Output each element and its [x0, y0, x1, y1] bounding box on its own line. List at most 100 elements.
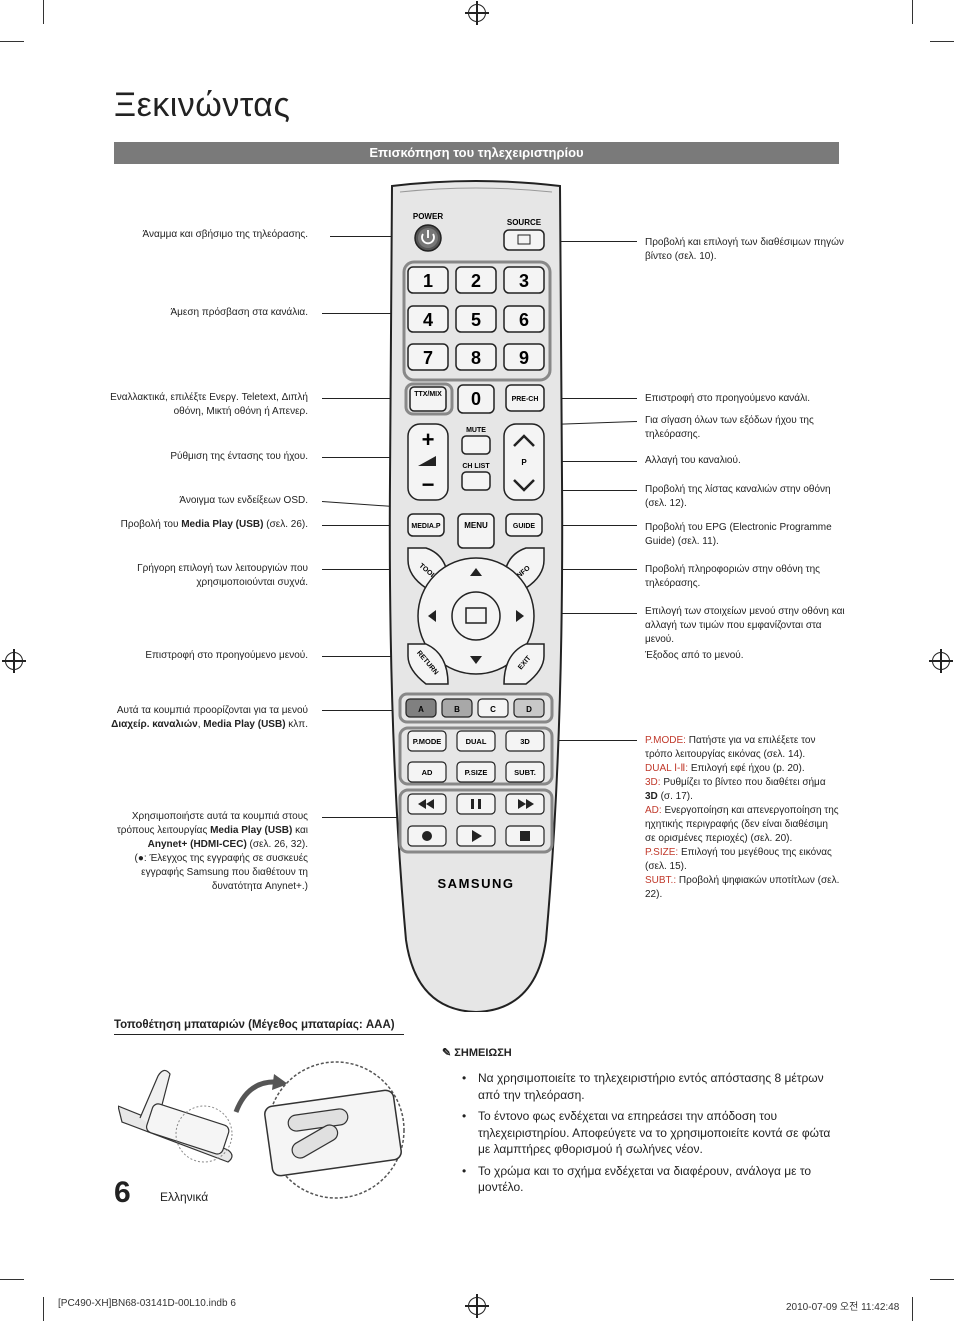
label-media-play: Προβολή του Media Play (USB) (σελ. 26). [120, 519, 308, 530]
return-button[interactable] [407, 643, 449, 685]
leader-line [538, 613, 637, 614]
rewind-icon [418, 799, 426, 809]
digit-label: 6 [519, 310, 529, 330]
pause-button[interactable] [456, 793, 496, 815]
channel-up-icon [513, 434, 535, 447]
media-p-button[interactable] [407, 513, 445, 537]
guide-button[interactable] [505, 513, 543, 537]
label-guide: Προβολή του EPG (Electronic Programme Gu… [645, 522, 832, 547]
note-item: Το χρώμα και το σχήμα ενδέχεται να διαφέ… [460, 1163, 840, 1196]
label-number-buttons: Άμεση πρόσβαση στα κανάλια. [170, 307, 308, 318]
digit-label: 4 [423, 310, 433, 330]
remote-control: POWER SOURCE 1 2 3 4 5 6 7 8 9 TTX/MIX 0… [388, 180, 564, 1012]
digit-button-8[interactable] [455, 343, 497, 371]
footer-date: 2010-07-09 오전 11:42:48 [786, 1302, 900, 1313]
enter-icon [465, 607, 487, 624]
chlist-button[interactable] [461, 471, 491, 491]
digit-button-1[interactable] [407, 266, 449, 294]
digit-button-5[interactable] [455, 305, 497, 333]
power-icon [421, 233, 435, 245]
ttx-label: TTX/MIX [414, 391, 442, 398]
label-power: Άναμμα και σβήσιμο της τηλεόρασης. [142, 229, 308, 240]
digit-button-9[interactable] [503, 343, 545, 371]
note-item: Το έντονο φως ενδέχεται να επηρεάσει την… [460, 1108, 840, 1158]
dual-button[interactable] [456, 730, 496, 752]
prech-label: PRE-CH [512, 396, 539, 403]
volume-icon [418, 456, 436, 466]
menu-button[interactable] [457, 513, 495, 549]
label-navigation: Επιλογή των στοιχείων μενού στην οθόνη κ… [645, 606, 845, 645]
color-button-c[interactable] [477, 698, 509, 718]
leader-line [322, 398, 408, 399]
digit-button-0[interactable] [457, 384, 495, 414]
digit-button-3[interactable] [503, 266, 545, 294]
note-pmode: P.MODE: Πατήστε για να επιλέξετε τον τρό… [645, 735, 816, 760]
record-icon [422, 831, 432, 841]
digit-label: 1 [423, 271, 433, 291]
note-psize: P.SIZE: Επιλογή του μεγέθους της εικόνας… [645, 847, 832, 872]
digit-label: 0 [471, 389, 481, 409]
crop-mark [0, 41, 24, 42]
footer-file: [PC490-XH]BN68-03141D-00L10.indb 6 [58, 1298, 236, 1309]
note-heading: ✎ ΣΗΜΕΙΩΣΗ [442, 1047, 512, 1059]
battery-section-title: Τοποθέτηση μπαταριών (Μέγεθος μπαταρίας:… [114, 1019, 404, 1035]
digit-label: 2 [471, 271, 481, 291]
leader-line [492, 490, 637, 491]
arrow-icon [272, 1074, 288, 1090]
exit-button[interactable] [503, 643, 545, 685]
crop-mark [912, 1297, 913, 1321]
prech-button[interactable] [505, 384, 545, 412]
leader-line [330, 236, 414, 237]
arrow-down-icon [470, 656, 482, 664]
section-header: Επισκόπηση του τηλεχειριστηρίου [114, 142, 839, 164]
color-button-b[interactable] [441, 698, 473, 718]
ad-button[interactable] [407, 761, 447, 783]
page-number: 6 [114, 1176, 131, 1209]
digit-button-2[interactable] [455, 266, 497, 294]
label-tools: Γρήγορη επιλογή των λειτουργιών που χρησ… [137, 563, 308, 588]
label-channel: Αλλαγή του καναλιού. [645, 455, 741, 466]
leader-line [322, 569, 408, 570]
ttx-mix-button[interactable] [409, 386, 447, 412]
channel-down-icon [513, 479, 535, 492]
crop-mark [0, 1279, 24, 1280]
enter-button[interactable] [451, 591, 501, 641]
note-dual: DUAL Ⅰ-Ⅱ: Επιλογή εφέ ήχου (p. 20). [645, 763, 805, 774]
3d-label: 3D [520, 737, 530, 746]
play-icon [472, 830, 482, 842]
power-label: POWER [413, 212, 443, 221]
subt-button[interactable] [505, 761, 545, 783]
psize-label: P.SIZE [465, 768, 488, 777]
digit-button-4[interactable] [407, 305, 449, 333]
subt-label: SUBT. [514, 768, 536, 777]
note-3d: 3D: Ρυθμίζει το βίντεο που διαθέτει σήμα… [645, 777, 826, 802]
color-label: C [490, 705, 496, 714]
crop-mark [930, 1279, 954, 1280]
label-chlist: Προβολή της λίστας καναλιών στην οθόνη (… [645, 484, 831, 509]
page-language: Ελληνικά [160, 1190, 209, 1204]
source-button[interactable] [503, 229, 545, 251]
function-notes: P.MODE: Πατήστε για να επιλέξετε τον τρό… [645, 734, 840, 902]
note-ad: AD: Ενεργοποίηση και απενεργοποίηση της … [645, 805, 839, 844]
volume-up-icon: + [422, 427, 435, 452]
color-button-a[interactable] [405, 698, 437, 718]
label-osd: Άνοιγμα των ενδείξεων OSD. [179, 495, 308, 506]
registration-mark-icon [929, 649, 953, 673]
digit-button-6[interactable] [503, 305, 545, 333]
pmode-button[interactable] [407, 730, 447, 752]
color-label: A [418, 705, 424, 714]
arrow-up-icon [470, 568, 482, 576]
3d-button[interactable] [505, 730, 545, 752]
leader-line [322, 817, 402, 818]
crop-mark [43, 0, 44, 24]
digit-button-7[interactable] [407, 343, 449, 371]
psize-button[interactable] [456, 761, 496, 783]
color-label: B [454, 705, 460, 714]
guide-label: GUIDE [513, 523, 536, 530]
note-list: Να χρησιμοποιείτε το τηλεχειριστήριο εντ… [460, 1070, 840, 1201]
volume-down-icon: − [422, 472, 435, 497]
color-button-d[interactable] [513, 698, 545, 718]
arrow-right-icon [516, 610, 524, 622]
leader-line [322, 710, 402, 711]
mute-button[interactable] [461, 435, 491, 455]
